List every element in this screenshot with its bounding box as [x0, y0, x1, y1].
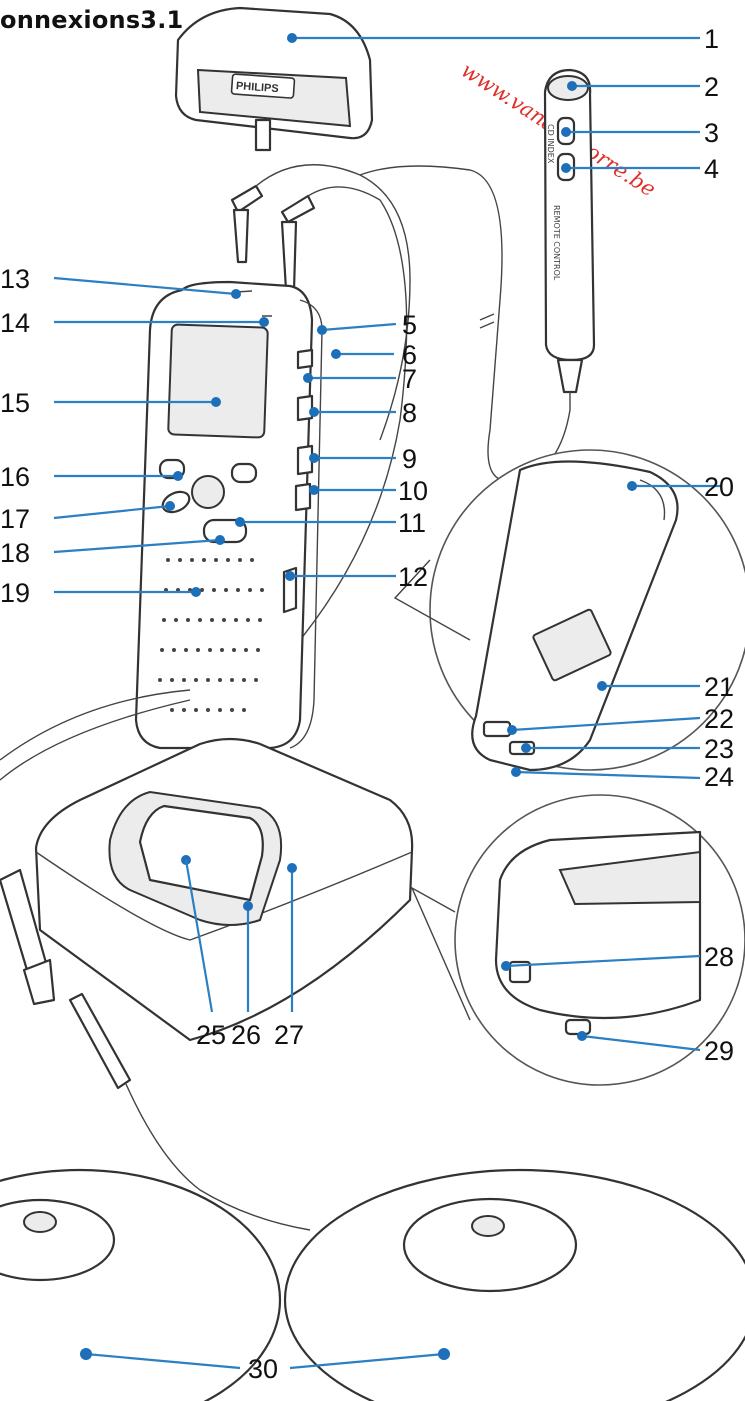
page-title: onnexions3.1: [0, 6, 184, 34]
callout-1: 1: [704, 24, 719, 54]
callout-13: 13: [0, 264, 30, 294]
callout-10: 10: [398, 476, 428, 506]
remote-label-top: CD INDEX: [546, 124, 555, 164]
brand-label: PHILIPS: [236, 80, 280, 95]
callout-4: 4: [704, 154, 719, 184]
callout-14: 14: [0, 308, 30, 338]
callout-16: 16: [0, 462, 30, 492]
callout-15: 15: [0, 388, 30, 418]
callout-7: 7: [402, 364, 417, 394]
callout-22: 22: [704, 704, 734, 734]
callout-6: 6: [402, 340, 417, 370]
callout-17: 17: [0, 504, 30, 534]
recorder-illustration: [134, 280, 323, 750]
callout-27: 27: [274, 1020, 304, 1050]
remote-control-illustration: CD INDEX REMOTE CONTROL: [359, 68, 596, 482]
leader-25: [184, 859, 214, 1013]
callout-25: 25: [196, 1020, 226, 1050]
callout-23: 23: [704, 734, 734, 764]
callout-29: 29: [704, 1036, 734, 1066]
callout-9: 9: [402, 444, 417, 474]
conference-mics-illustration: [0, 1168, 745, 1401]
mic-adapter-illustration: PHILIPS: [174, 6, 374, 152]
callout-28: 28: [704, 942, 734, 972]
callout-3: 3: [704, 118, 719, 148]
callout-5: 5: [402, 310, 417, 340]
callout-8: 8: [402, 398, 417, 428]
callout-26: 26: [231, 1020, 261, 1050]
callout-24: 24: [704, 762, 734, 792]
back-detail-illustration: [393, 449, 745, 772]
callout-18: 18: [0, 538, 30, 568]
remote-label-side: REMOTE CONTROL: [552, 205, 561, 281]
callout-2: 2: [704, 72, 719, 102]
callout-20: 20: [704, 472, 734, 502]
plug-cables-illustration: [230, 164, 411, 641]
dock-ports-illustration: [410, 794, 745, 1086]
callout-dots: [80, 33, 637, 1360]
callout-12: 12: [398, 562, 428, 592]
callout-30: 30: [248, 1354, 278, 1384]
docking-station-illustration: [0, 689, 414, 1231]
callout-11: 11: [398, 508, 426, 538]
callout-19: 19: [0, 578, 30, 608]
leader-lines: [53, 36, 722, 1370]
callout-21: 21: [704, 672, 734, 702]
callout-numbers: 1 2 3 4 5 6 7 8 9 10 11 12 13 14 15 16 1…: [0, 24, 734, 1384]
